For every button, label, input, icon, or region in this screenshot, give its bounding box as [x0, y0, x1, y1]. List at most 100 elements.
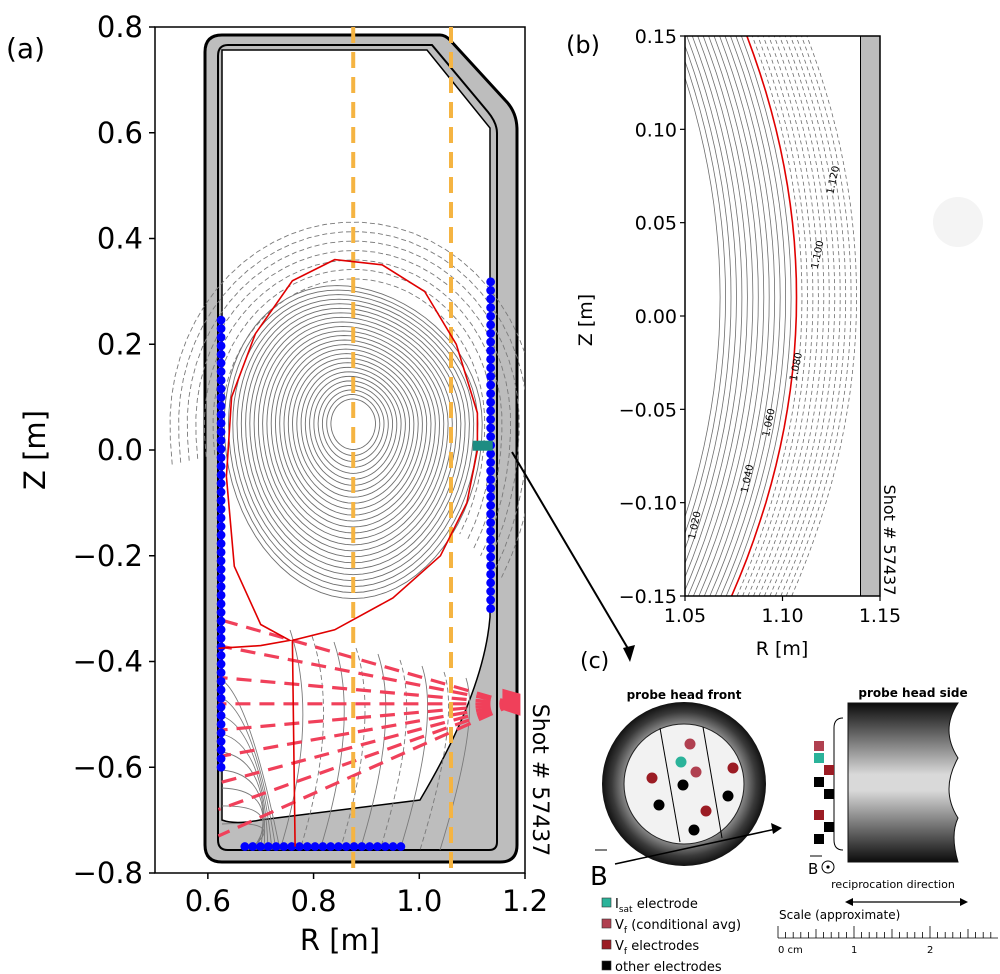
- langmuir-probe: [486, 501, 496, 510]
- legend-entry: other electrodes: [615, 960, 722, 974]
- langmuir-probe: [216, 547, 226, 557]
- side-electrode-isat: [814, 753, 824, 763]
- electrode-other: [722, 790, 734, 802]
- side-electrode-other: [824, 822, 834, 832]
- langmuir-probe: [486, 337, 496, 347]
- face-split-line-1: [659, 727, 681, 843]
- flux-surface: [253, 316, 453, 558]
- langmuir-probe: [216, 367, 226, 377]
- langmuir-probe: [216, 324, 226, 334]
- langmuir-probe: [240, 842, 250, 851]
- langmuir-probe: [216, 513, 226, 523]
- line-of-sight: [218, 702, 515, 759]
- panel-b-label: (b): [566, 31, 600, 59]
- langmuir-probe: [486, 415, 496, 424]
- line-of-sight: [218, 702, 515, 732]
- b-field-arrow-head: [771, 823, 782, 834]
- contour-line: [753, 36, 819, 596]
- camera-fan: [502, 688, 521, 716]
- flux-surface: [317, 384, 389, 468]
- langmuir-probe: [310, 842, 320, 851]
- scale-label: 2: [927, 945, 933, 956]
- langmuir-probe: [216, 565, 226, 574]
- langmuir-probe: [216, 384, 226, 394]
- langmuir-probe: [216, 375, 226, 385]
- langmuir-probe: [388, 842, 398, 851]
- probe-side-title: probe head side: [858, 686, 967, 700]
- open-flux-line: [221, 278, 486, 535]
- flux-surface: [326, 394, 381, 456]
- y-tick-label: 0.00: [635, 306, 677, 328]
- langmuir-probe: [486, 311, 496, 321]
- flux-surface: [240, 303, 466, 576]
- langmuir-probe: [216, 642, 226, 652]
- y-tick-label: −0.6: [73, 750, 143, 784]
- langmuir-probe: [216, 582, 226, 592]
- contour-line: [693, 36, 759, 596]
- langmuir-probe: [216, 504, 226, 514]
- panel-b-xlabel: R [m]: [756, 638, 809, 660]
- langmuir-probe: [216, 659, 226, 669]
- langmuir-probe: [216, 479, 226, 488]
- langmuir-probe: [486, 595, 496, 605]
- langmuir-probe: [216, 487, 226, 497]
- line-of-sight: [218, 675, 515, 706]
- langmuir-probe: [216, 418, 226, 428]
- reciprocation-arrow-right: [960, 898, 968, 906]
- langmuir-probe: [486, 483, 496, 493]
- side-electrode-vf: [824, 765, 834, 775]
- flux-surface: [257, 321, 449, 552]
- line-of-sight: [217, 702, 515, 812]
- y-tick-label: −0.2: [73, 539, 143, 573]
- flux-surface: [245, 307, 462, 570]
- langmuir-probe: [486, 509, 496, 519]
- b-field-arrow: [614, 828, 777, 865]
- contour-line: [685, 36, 743, 579]
- langmuir-probe: [271, 842, 281, 851]
- langmuir-probe: [486, 466, 496, 476]
- reciprocation-arrow-left: [845, 898, 853, 906]
- contour-line: [764, 36, 830, 596]
- langmuir-probe: [486, 277, 496, 287]
- reciprocation-label: reciprocation direction: [831, 878, 955, 891]
- electrode-other: [653, 799, 665, 811]
- divertor-leg: [299, 635, 324, 851]
- divertor-leg: [221, 733, 269, 851]
- y-tick-label: 0.05: [635, 213, 677, 235]
- contour-line: [774, 36, 841, 596]
- divertor-leg: [221, 769, 264, 851]
- y-tick-label: −0.05: [619, 399, 677, 421]
- langmuir-probe: [216, 401, 226, 411]
- langmuir-probe: [216, 694, 226, 703]
- langmuir-probe: [334, 842, 343, 851]
- langmuir-probe: [216, 728, 226, 738]
- flux-surface: [262, 325, 445, 546]
- divertor-leg: [359, 653, 387, 851]
- langmuir-probe: [216, 427, 226, 437]
- langmuir-probe: [486, 518, 496, 528]
- langmuir-probe: [279, 842, 289, 851]
- contour-line: [685, 60, 727, 535]
- probe-head-side: [847, 702, 959, 863]
- flux-surface: [313, 380, 394, 474]
- langmuir-probe: [486, 294, 496, 304]
- langmuir-probe: [373, 842, 382, 851]
- panel-c-label: (c): [580, 649, 609, 674]
- open-flux-line: [195, 250, 511, 556]
- divertor-leg: [221, 715, 273, 851]
- langmuir-probe: [365, 842, 375, 851]
- separatrix: [730, 36, 798, 596]
- contour-line: [685, 36, 748, 592]
- open-flux-line: [178, 231, 525, 571]
- electrode-isat: [675, 756, 687, 768]
- panel-a-xlabel: R [m]: [300, 923, 380, 957]
- flux-surface: [236, 298, 470, 582]
- flux-surface: [279, 344, 428, 522]
- langmuir-probe: [216, 625, 226, 635]
- watermark-dot: [933, 197, 983, 247]
- langmuir-probe: [216, 332, 226, 342]
